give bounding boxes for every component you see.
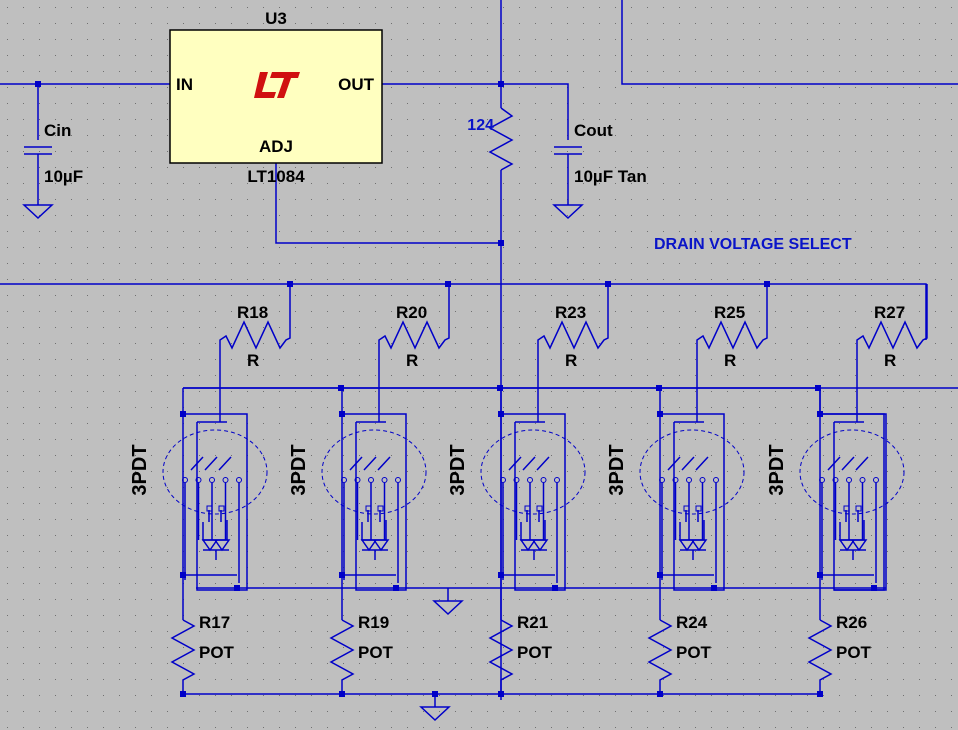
switch-label: 3PDT <box>447 444 469 495</box>
switch-3pdt[interactable]: 3PDT <box>447 385 662 620</box>
switch-3pdt[interactable]: 3PDT <box>288 385 503 620</box>
resistor-ref: R27 <box>874 303 905 322</box>
pot-value: POT <box>836 643 872 662</box>
regulator-u3[interactable]: U3 IN OUT ADJ LT1084 <box>169 9 383 186</box>
regulator-ref: U3 <box>265 9 287 28</box>
pot-ref: R26 <box>836 613 867 632</box>
switch-label: 3PDT <box>288 444 310 495</box>
resistor-ref: R18 <box>237 303 268 322</box>
resistor-value: R <box>724 351 736 370</box>
junction <box>605 281 611 287</box>
switch-buses[interactable] <box>183 387 887 591</box>
resistor-124[interactable]: 124 <box>467 107 514 171</box>
switch-label: 3PDT <box>129 444 151 495</box>
junctions-top <box>35 81 504 246</box>
capacitor-cin[interactable]: Cin 10µF <box>22 121 83 220</box>
pot-value: POT <box>358 643 394 662</box>
cin-ref: Cin <box>44 121 71 140</box>
pin-adj-label: ADJ <box>259 137 293 156</box>
cout-value: 10µF Tan <box>574 167 647 186</box>
pot-value: POT <box>199 643 235 662</box>
cout-ref: Cout <box>574 121 613 140</box>
resistor-ref: R23 <box>555 303 586 322</box>
pot-ref: R19 <box>358 613 389 632</box>
resistor-value: R <box>406 351 418 370</box>
resistor-ref: R20 <box>396 303 427 322</box>
lt-logo-icon <box>254 72 300 98</box>
resistor-124-value: 124 <box>467 117 494 134</box>
resistor-value: R <box>565 351 577 370</box>
cin-value: 10µF <box>44 167 83 186</box>
regulator-body <box>169 29 383 164</box>
bottom-rail[interactable] <box>183 588 820 722</box>
pot-ref: R24 <box>676 613 708 632</box>
junction <box>764 281 770 287</box>
regulator-part: LT1084 <box>247 167 305 186</box>
pot-value: POT <box>517 643 553 662</box>
pot-ref: R21 <box>517 613 548 632</box>
junction <box>287 281 293 287</box>
drain-voltage-title: DRAIN VOLTAGE SELECT <box>654 236 852 253</box>
junction <box>445 281 451 287</box>
resistor-ref: R25 <box>714 303 745 322</box>
resistor-value: R <box>884 351 896 370</box>
resistor-value: R <box>247 351 259 370</box>
pot-ref: R17 <box>199 613 230 632</box>
pin-out-label: OUT <box>338 75 375 94</box>
pin-in-label: IN <box>176 75 193 94</box>
switch-label: 3PDT <box>606 444 628 495</box>
pot-value: POT <box>676 643 712 662</box>
capacitor-cout[interactable]: Cout 10µF Tan <box>552 121 647 220</box>
switch-label: 3PDT <box>766 444 788 495</box>
